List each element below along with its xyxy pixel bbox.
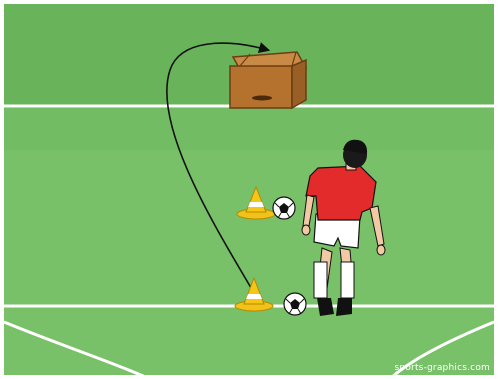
- cardboard-box-icon: [230, 52, 306, 108]
- soccer-ball-icon: [273, 197, 295, 219]
- soccer-ball-icon: [284, 293, 306, 315]
- watermark-text: sports-graphics.com: [395, 363, 490, 373]
